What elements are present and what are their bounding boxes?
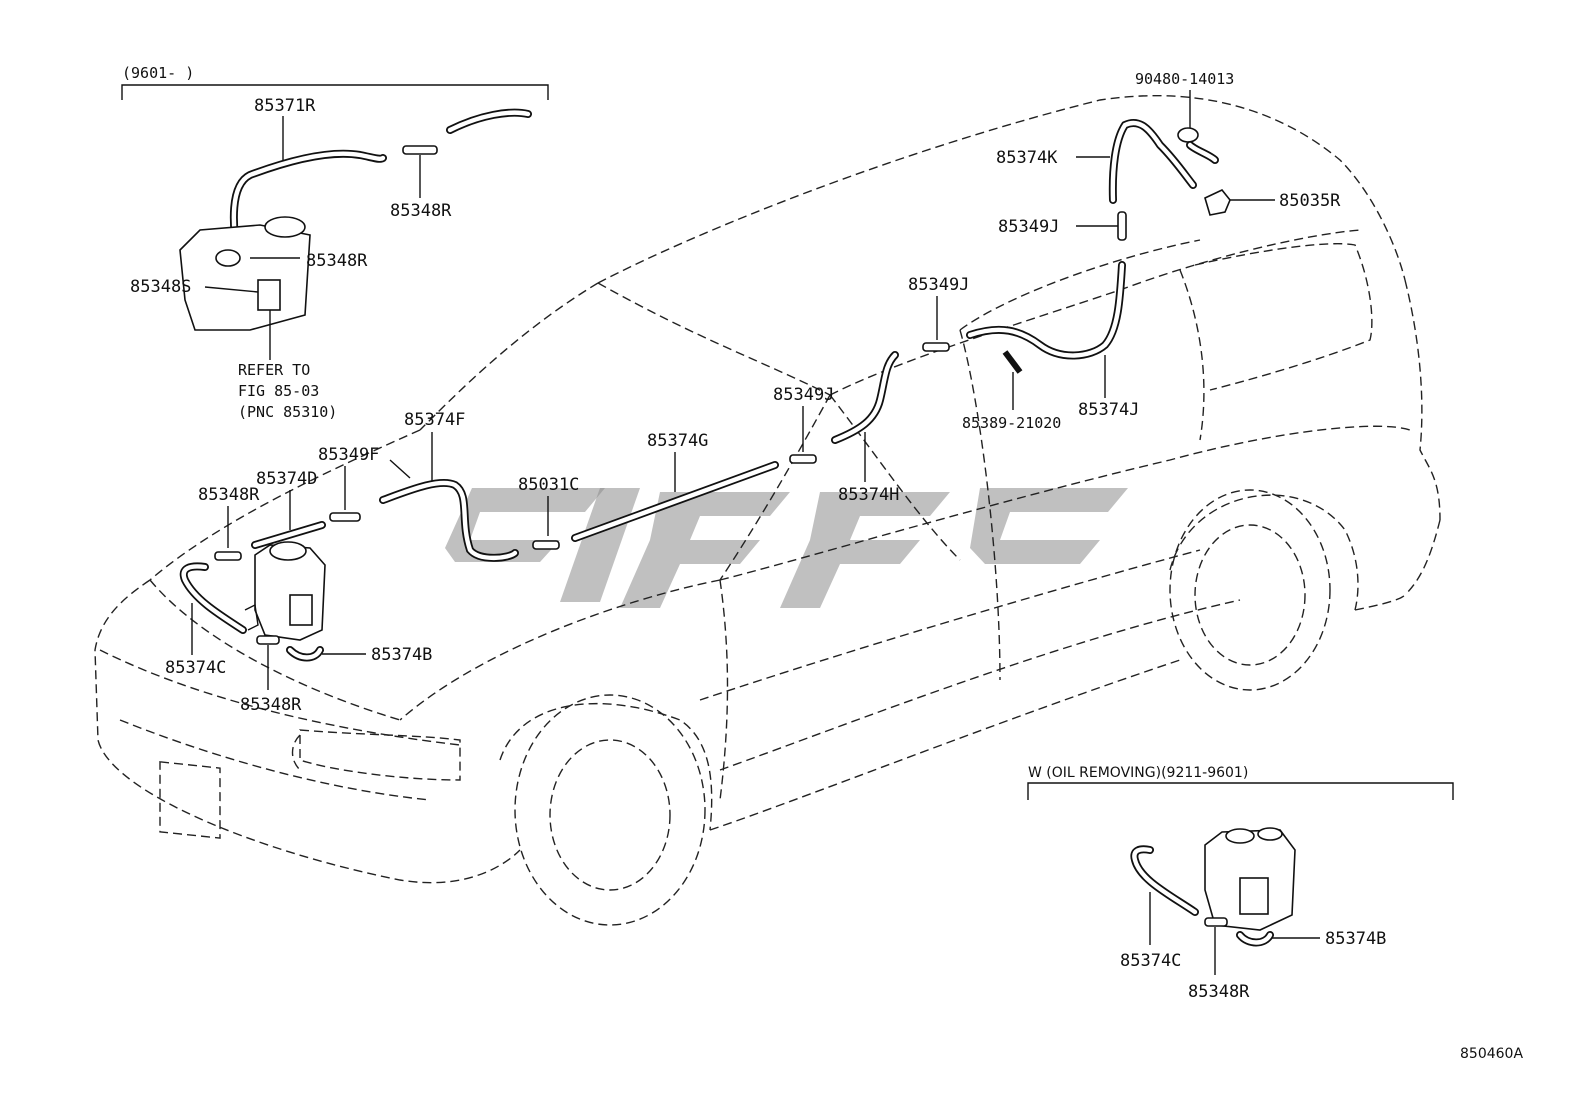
label-85349J-top: 85349J — [998, 217, 1059, 237]
label-85348R-bottom: 85348R — [240, 695, 302, 715]
joint-85349F — [329, 512, 361, 522]
label-inset-title: W (OIL REMOVING)(9211-9601) — [1028, 765, 1248, 781]
washer-tank-9601 — [179, 224, 311, 331]
clip-85389 — [1002, 350, 1023, 374]
label-85374G: 85374G — [647, 431, 708, 451]
label-refer-line1: REFER TO — [238, 361, 310, 379]
label-85374K: 85374K — [996, 148, 1058, 168]
label-refer-line3: (PNC 85310) — [238, 403, 337, 421]
joint-85348R-bottom — [256, 635, 280, 645]
joint-85348R-top — [402, 145, 438, 155]
label-85374F: 85374F — [404, 410, 465, 430]
label-85374H: 85374H — [838, 485, 899, 505]
front-washer-area: 85374F 85349F 85374D 85348R 85031C 85374… — [165, 410, 779, 715]
joint-inset-85348R — [1204, 917, 1228, 927]
roof-washer-area: 85349J 85374H 85349J 85374J 85389-21020 … — [773, 70, 1341, 505]
joint-85349J-roof — [922, 342, 950, 352]
label-85374J: 85374J — [1078, 400, 1139, 420]
label-inset-85374B: 85374B — [1325, 929, 1386, 949]
label-85348R-tank: 85348R — [306, 251, 368, 271]
bracket-group-9601: (9601- ) 85371R 85348R 85348R 85348S REF… — [121, 64, 549, 421]
label-85349J-mid: 85349J — [773, 385, 834, 405]
grommet-90480 — [1177, 127, 1199, 143]
label-85031C: 85031C — [518, 475, 579, 495]
joint-85031C — [532, 540, 560, 550]
label-85374B: 85374B — [371, 645, 432, 665]
inset-oil-removing: W (OIL REMOVING)(9211-9601) 85374C 85348… — [1027, 765, 1454, 1002]
label-85389-21020: 85389-21020 — [962, 414, 1061, 432]
label-bracket-date: (9601- ) — [122, 64, 194, 82]
label-inset-85374C: 85374C — [1120, 951, 1181, 971]
label-85349F: 85349F — [318, 445, 379, 465]
label-85371R: 85371R — [254, 96, 316, 116]
joint-85348R-left — [214, 551, 242, 561]
label-85374D: 85374D — [256, 469, 317, 489]
label-85374C: 85374C — [165, 658, 226, 678]
joint-85349J-top — [1117, 211, 1127, 241]
nozzle-85035R — [1204, 189, 1231, 216]
label-85348R-left: 85348R — [198, 485, 260, 505]
joint-85349J-mid — [789, 454, 817, 464]
vehicle-outline — [94, 95, 1441, 926]
label-inset-85348R: 85348R — [1188, 982, 1250, 1002]
label-85349J-roof: 85349J — [908, 275, 969, 295]
label-85035R: 85035R — [1279, 191, 1341, 211]
label-85348S: 85348S — [130, 277, 191, 297]
watermark-logo — [445, 488, 1128, 608]
label-85348R-top: 85348R — [390, 201, 452, 221]
label-90480-14013: 90480-14013 — [1135, 70, 1234, 88]
label-refer-line2: FIG 85-03 — [238, 382, 319, 400]
figure-code: 850460A — [1460, 1046, 1523, 1062]
